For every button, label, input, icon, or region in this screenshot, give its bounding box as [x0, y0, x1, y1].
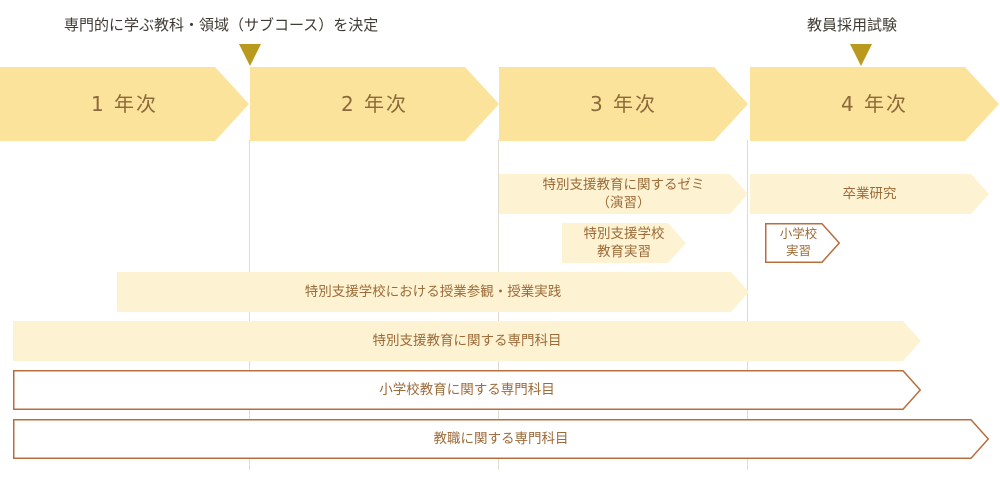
elementary-practicum-bar: 小学校 実習: [765, 223, 841, 263]
seminar-label: 特別支援教育に関するゼミ （演習）: [542, 176, 705, 211]
course-decision-label: 専門的に学ぶ教科・領域（サブコース）を決定: [64, 16, 379, 34]
observation-practice-bar: 特別支援学校における授業参観・授業実践: [117, 272, 749, 312]
elementary-subjects-bar-polygon: [13, 370, 922, 410]
special-subjects-bar-shape: [13, 321, 921, 361]
year-1: 1 年次: [0, 67, 249, 141]
elementary-practicum-bar-polygon: [765, 223, 841, 263]
employment-exam-label: 教員採用試験: [807, 16, 898, 34]
employment-exam-marker: [850, 44, 872, 66]
course-decision-marker: [239, 44, 261, 66]
elementary-practicum-bar-shape: [765, 223, 841, 263]
seminar-bar-shape: [499, 174, 748, 214]
special-subjects-label: 特別支援教育に関する専門科目: [372, 332, 562, 349]
graduation-research-bar-polygon: [750, 174, 989, 214]
teaching-subjects-bar-polygon: [13, 419, 990, 459]
special-subjects-bar-polygon: [13, 321, 921, 361]
year-4: 4 年次: [750, 67, 999, 141]
elementary-subjects-label: 小学校教育に関する専門科目: [379, 381, 555, 398]
graduation-research-label: 卒業研究: [842, 185, 897, 202]
year-2-label: 2 年次: [340, 91, 409, 116]
seminar-bar: 特別支援教育に関するゼミ （演習）: [499, 174, 748, 214]
special-school-practicum-label: 特別支援学校 教育実習: [583, 225, 665, 260]
graduation-research-bar: 卒業研究: [750, 174, 989, 214]
elementary-practicum-label: 小学校 実習: [779, 226, 818, 258]
year-4-label: 4 年次: [840, 91, 909, 116]
year-3-shape: [499, 67, 748, 141]
year-2-shape: [250, 67, 499, 141]
year-1-polygon: [0, 67, 249, 141]
elementary-subjects-bar: 小学校教育に関する専門科目: [13, 370, 922, 410]
observation-practice-label: 特別支援学校における授業参観・授業実践: [304, 283, 562, 300]
teaching-subjects-bar-shape: [13, 419, 990, 459]
special-school-practicum-bar: 特別支援学校 教育実習: [562, 223, 686, 263]
special-school-practicum-bar-polygon: [562, 223, 686, 263]
year-1-label: 1 年次: [90, 91, 159, 116]
teaching-subjects-label: 教職に関する専門科目: [433, 430, 569, 447]
year-2: 2 年次: [250, 67, 499, 141]
year-1-shape: [0, 67, 249, 141]
year-3: 3 年次: [499, 67, 748, 141]
observation-practice-bar-polygon: [117, 272, 749, 312]
year-4-shape: [750, 67, 999, 141]
year-3-label: 3 年次: [589, 91, 658, 116]
seminar-bar-polygon: [499, 174, 748, 214]
elementary-subjects-bar-shape: [13, 370, 922, 410]
year-4-polygon: [750, 67, 999, 141]
divider-year-3-4: [747, 140, 748, 470]
special-school-practicum-bar-shape: [562, 223, 686, 263]
observation-practice-bar-shape: [117, 272, 749, 312]
special-subjects-bar: 特別支援教育に関する専門科目: [13, 321, 921, 361]
graduation-research-bar-shape: [750, 174, 989, 214]
year-3-polygon: [499, 67, 748, 141]
teaching-subjects-bar: 教職に関する専門科目: [13, 419, 990, 459]
year-2-polygon: [250, 67, 499, 141]
